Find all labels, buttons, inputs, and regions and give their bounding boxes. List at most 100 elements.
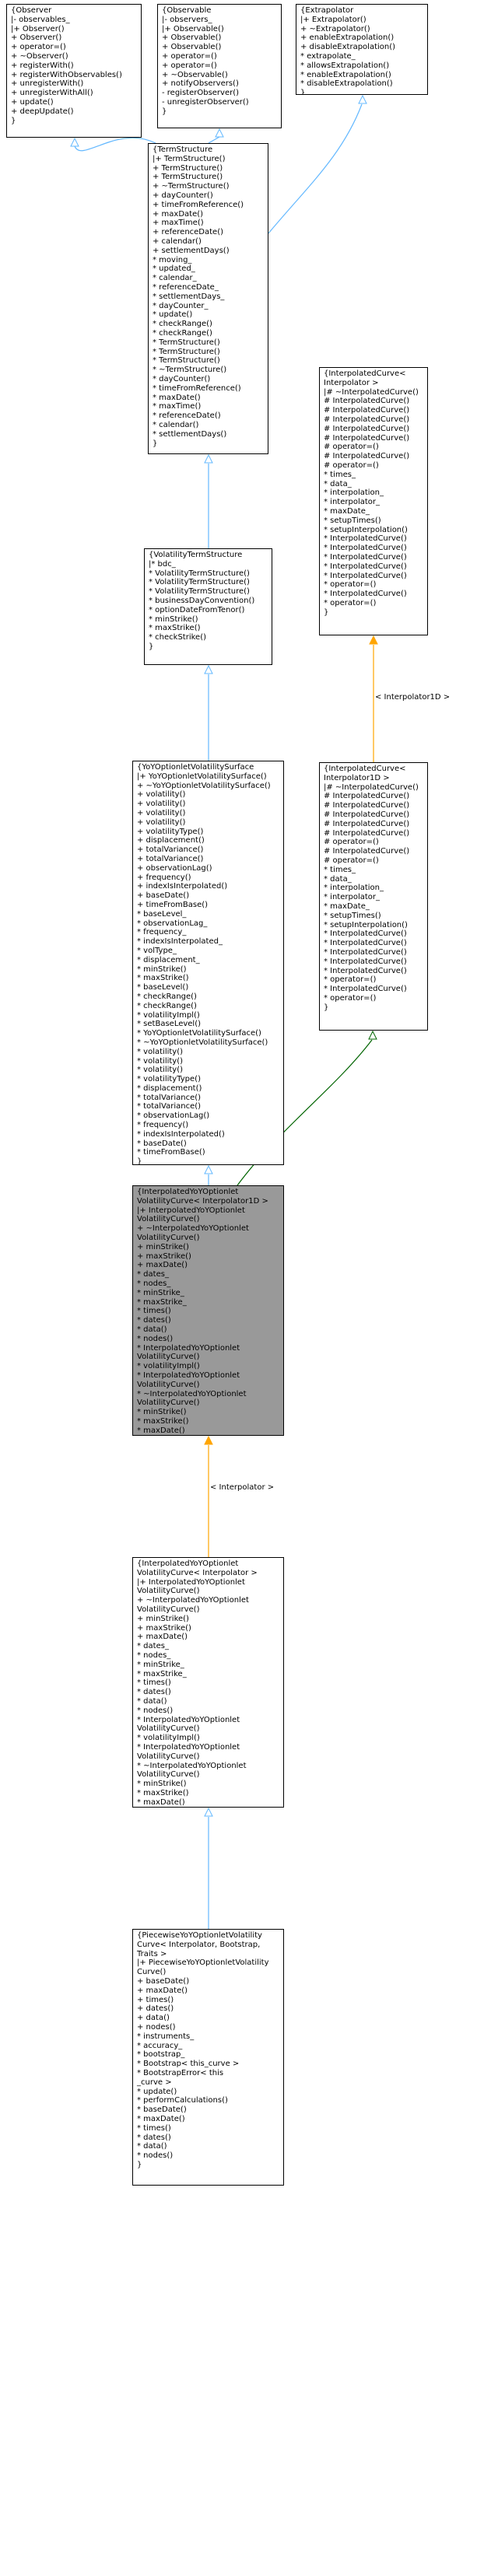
class-member-line: * bootstrap_ (137, 2050, 185, 2060)
class-member-line: # InterpolatedCurve() (324, 792, 410, 801)
class-member-line: * timeFromBase() (137, 1148, 205, 1157)
class-node-observer[interactable]: {Observer|- observables_|+ Observer()+ O… (6, 4, 142, 138)
class-member-line: * checkRange() (137, 1001, 197, 1010)
class-member-line: |- observers_ (162, 15, 212, 24)
class-node-volatilitytermstructure[interactable]: {VolatilityTermStructure|* bdc_* Volatil… (144, 548, 272, 665)
class-member-line: * indexIsInterpolated_ (137, 937, 223, 947)
class-member-line: # InterpolatedCurve() (324, 424, 410, 433)
class-member-line: * dayCounter() (153, 374, 211, 383)
class-member-line: * VolatilityTermStructure() (149, 569, 250, 578)
class-member-line: * baseLevel() (137, 983, 189, 992)
class-member-line: VolatilityCurve() (137, 1752, 200, 1761)
class-member-line: * VolatilityTermStructure() (149, 587, 250, 597)
class-member-line: * minStrike() (149, 614, 198, 624)
class-node-interpolatedcurve-interpolator1d[interactable]: {InterpolatedCurve< Interpolator1D >|# ~… (319, 762, 428, 1031)
class-member-line: * data_ (324, 479, 352, 488)
class-member-line: * InterpolatedCurve() (324, 939, 407, 948)
class-member-line: |+ PiecewiseYoYOptionletVolatility (137, 1958, 269, 1968)
class-member-line: * volatilityImpl() (137, 1734, 200, 1743)
class-member-line: * baseDate() (137, 2105, 187, 2115)
class-member-line: * InterpolatedCurve() (324, 985, 407, 994)
class-member-line: VolatilityCurve() (137, 1605, 200, 1614)
class-member-line: * times() (137, 2123, 171, 2133)
inheritance-edge-termstructure-extrapolator (268, 103, 363, 234)
class-member-line: + times() (137, 1995, 174, 2004)
class-member-line: # InterpolatedCurve() (324, 828, 410, 838)
class-member-line: + referenceDate() (153, 228, 224, 237)
class-member-line: VolatilityCurve() (137, 1724, 200, 1734)
class-member-line: * nodes_ (137, 1650, 171, 1660)
class-member-line: VolatilityCurve() (137, 1353, 200, 1362)
class-node-yoyoptionletvolatilitysurface[interactable]: {YoYOptionletVolatilitySurface|+ YoYOpti… (132, 761, 284, 1165)
class-member-line: * update() (137, 2087, 177, 2096)
class-member-line: + timeFromBase() (137, 900, 209, 909)
inheritance-arrowhead (204, 453, 213, 464)
class-member-line: |- observables_ (11, 15, 70, 24)
class-member-line: # operator=() (324, 856, 379, 865)
class-node-observable[interactable]: {Observable|- observers_|+ Observable()+… (157, 4, 282, 128)
class-member-line: * dates_ (137, 1270, 169, 1279)
class-member-line: * Bootstrap< this_curve > (137, 2060, 240, 2069)
class-member-line: |+ InterpolatedYoYOptionlet (137, 1577, 245, 1587)
template-edge-label-interpolator1d: < Interpolator1D > (375, 693, 451, 702)
class-member-line: # InterpolatedCurve() (324, 415, 410, 424)
class-member-line: * checkRange() (153, 328, 212, 338)
class-member-line: * setupInterpolation() (324, 920, 408, 929)
class-member-line: * totalVariance() (137, 1093, 202, 1102)
class-member-line: {InterpolatedCurve< (324, 765, 406, 773)
class-member-line: * data() (137, 1696, 167, 1706)
class-member-line: + Observable() (162, 33, 222, 43)
class-member-line: * frequency_ (137, 928, 187, 937)
class-member-line: _curve > (137, 2077, 172, 2087)
class-member-line: * maxStrike_ (137, 1669, 187, 1678)
class-member-line: * InterpolatedYoYOptionlet (137, 1343, 240, 1353)
template-arrowhead (204, 1435, 213, 1445)
class-node-termstructure[interactable]: {TermStructure|+ TermStructure()+ TermSt… (148, 143, 268, 454)
class-node-extrapolator[interactable]: {Extrapolator|+ Extrapolator()+ ~Extrapo… (296, 4, 428, 95)
class-member-line: } (324, 607, 329, 617)
class-member-line: * allowsExtrapolation() (300, 61, 390, 70)
class-member-line: * maxStrike() (149, 624, 201, 633)
class-member-line: VolatilityCurve() (137, 1233, 200, 1242)
class-member-line: * volatility() (137, 1047, 184, 1056)
class-member-line: * operator=() (324, 975, 377, 985)
class-member-line: {YoYOptionletVolatilitySurface (137, 763, 254, 772)
class-member-line: * calendar_ (153, 274, 197, 283)
class-member-line: Interpolator > (324, 378, 379, 387)
class-member-line: * optionDateFromTenor() (149, 605, 245, 614)
class-member-line: * nodes() (137, 2151, 174, 2161)
class-member-line: * minStrike() (137, 1408, 187, 1417)
class-member-line: Traits > (137, 1949, 167, 1958)
class-member-line: * ~InterpolatedYoYOptionlet (137, 1761, 247, 1770)
class-member-line: # operator=() (324, 838, 379, 847)
class-member-line: + Observable() (162, 43, 222, 52)
class-member-line: * TermStructure() (153, 347, 220, 356)
class-member-line: * interpolation_ (324, 884, 384, 893)
class-member-line: + volatility() (137, 790, 186, 800)
class-member-line: * maxDate() (137, 2114, 185, 2123)
class-member-line: * timeFromReference() (153, 383, 241, 393)
class-member-line: * times_ (324, 865, 356, 874)
class-member-line: } (137, 1157, 142, 1165)
class-member-line: * dates_ (137, 1642, 169, 1651)
class-member-line: * data_ (324, 874, 352, 884)
class-member-line: * calendar() (153, 420, 199, 429)
class-member-line: + notifyObservers() (162, 79, 239, 89)
class-member-line: * businessDayConvention() (149, 596, 255, 605)
class-member-line: * maxDate() (137, 1426, 185, 1435)
class-member-line: + deepUpdate() (11, 107, 74, 116)
class-member-line: * interpolator_ (324, 893, 381, 902)
class-member-line: + enableExtrapolation() (300, 33, 395, 43)
class-member-line: # InterpolatedCurve() (324, 819, 410, 828)
class-node-interpolatedcurve-interpolator[interactable]: {InterpolatedCurve< Interpolator >|# ~In… (319, 367, 428, 635)
template-edge-label-interpolator: < Interpolator > (210, 1483, 275, 1492)
class-member-line: # InterpolatedCurve() (324, 847, 410, 856)
inheritance-arrowhead (204, 664, 213, 674)
class-member-line: * maxDate() (153, 393, 201, 402)
class-member-line: + ~YoYOptionletVolatilitySurface() (137, 781, 271, 790)
class-member-line: + totalVariance() (137, 845, 204, 855)
class-member-line: * volatilityType() (137, 1075, 201, 1084)
